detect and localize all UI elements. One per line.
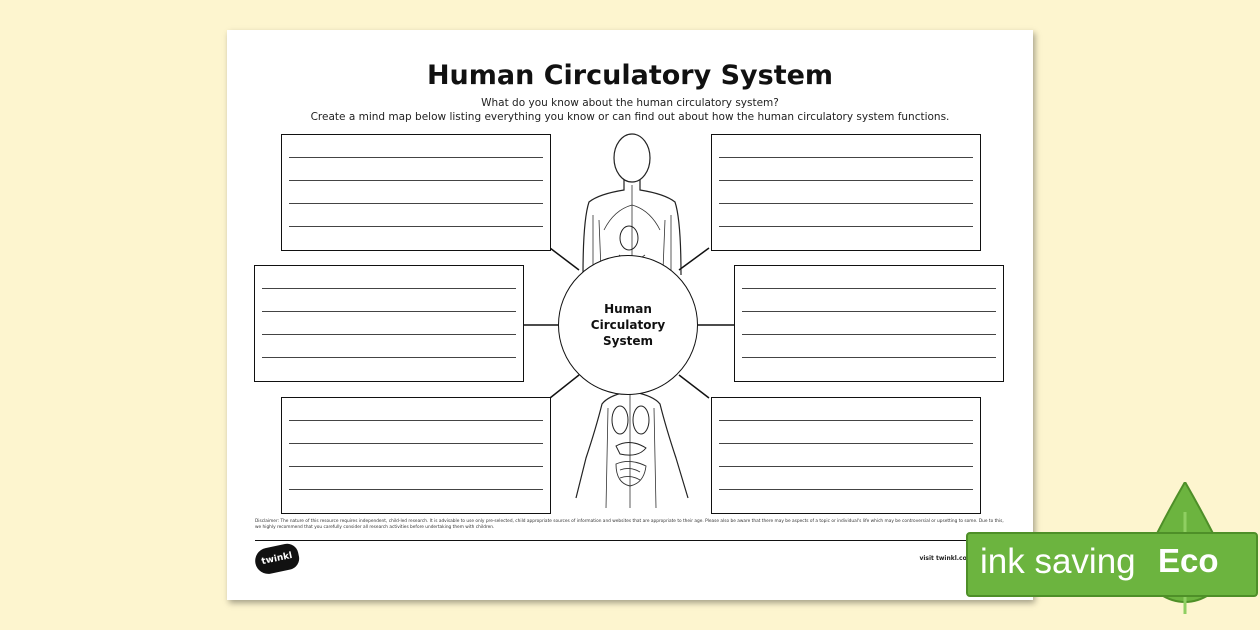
write-line xyxy=(289,420,543,421)
disclaimer-text: Disclaimer: The nature of this resource … xyxy=(255,519,1004,530)
worksheet: Human Circulatory System What do you kno… xyxy=(227,30,1033,600)
write-line xyxy=(719,489,973,490)
write-box-bottom-left[interactable] xyxy=(281,397,551,514)
write-line xyxy=(719,180,973,181)
write-line xyxy=(719,466,973,467)
write-line xyxy=(289,443,543,444)
write-line xyxy=(289,180,543,181)
write-line xyxy=(719,226,973,227)
write-line xyxy=(719,443,973,444)
subtitle-instruction: Create a mind map below listing everythi… xyxy=(310,111,950,123)
body-outline-illustration-top xyxy=(582,133,682,275)
write-line xyxy=(289,466,543,467)
ink-saving-badge: ink saving Eco xyxy=(966,532,1258,597)
write-line xyxy=(742,311,996,312)
write-line xyxy=(742,288,996,289)
write-line xyxy=(742,334,996,335)
write-line xyxy=(719,420,973,421)
write-line xyxy=(262,311,516,312)
center-topic-label: Human Circulatory System xyxy=(590,302,666,348)
write-line xyxy=(289,203,543,204)
write-line xyxy=(262,288,516,289)
write-line xyxy=(289,157,543,158)
write-box-top-left[interactable] xyxy=(281,134,551,251)
write-line xyxy=(719,203,973,204)
write-box-middle-left[interactable] xyxy=(254,265,524,382)
write-line xyxy=(289,226,543,227)
eco-label: Eco xyxy=(1158,542,1219,579)
ink-saving-label: ink saving xyxy=(980,542,1136,581)
write-box-top-right[interactable] xyxy=(711,134,981,251)
footer-link[interactable]: visit twinkl.com xyxy=(919,555,973,562)
write-box-middle-right[interactable] xyxy=(734,265,1004,382)
write-line xyxy=(262,334,516,335)
write-box-bottom-right[interactable] xyxy=(711,397,981,514)
connector-lines xyxy=(524,247,734,399)
write-line xyxy=(289,489,543,490)
center-topic-circle: Human Circulatory System xyxy=(558,255,698,395)
write-line xyxy=(719,157,973,158)
worksheet-title: Human Circulatory System xyxy=(426,60,834,91)
footer-divider xyxy=(255,540,1005,541)
write-line xyxy=(262,357,516,358)
write-line xyxy=(742,357,996,358)
subtitle-question: What do you know about the human circula… xyxy=(481,97,779,109)
